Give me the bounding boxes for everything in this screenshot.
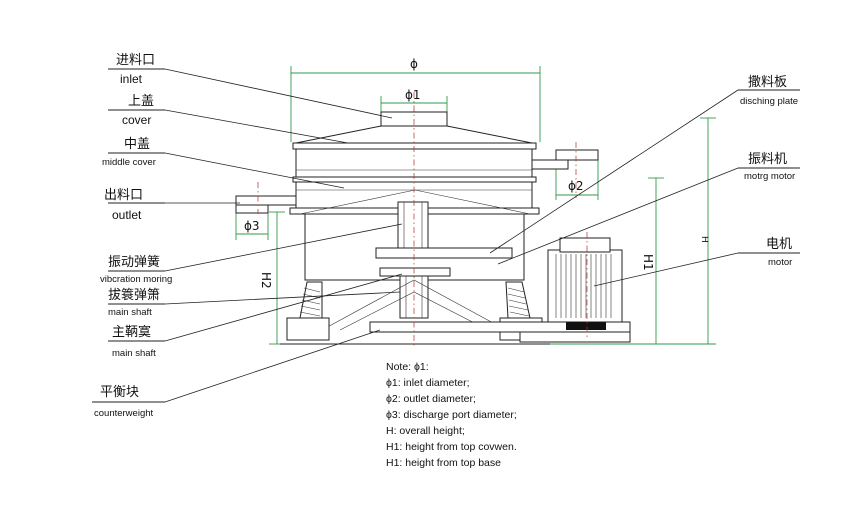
label-shaft-spring-en: main shaft: [108, 307, 152, 318]
base-plate: [369, 321, 631, 333]
label-main-shaft-en: main shaft: [112, 348, 156, 359]
note-line: ϕ3: discharge port diameter;: [386, 409, 517, 421]
note-line: H: overall height;: [386, 425, 465, 437]
dim-h1-left: H2: [259, 272, 273, 289]
dim-phi1: ϕ1: [405, 88, 421, 102]
note-line: H1: height from top base: [386, 457, 501, 469]
label-outlet-cn: 出料口: [104, 188, 143, 203]
label-counterweight-cn: 平衡块: [100, 385, 139, 400]
dim-phi2: ϕ2: [568, 179, 584, 193]
drive-motor: [547, 249, 623, 323]
sieve-machine: [235, 92, 631, 348]
label-main-shaft-cn: 主鞆寞: [112, 325, 151, 340]
motor-base: [519, 331, 631, 343]
note-line: H1: height from top covwen.: [386, 441, 517, 453]
outlet-right: [531, 159, 569, 170]
cover-rim: [292, 142, 537, 150]
label-spring-en: vibcration moring: [100, 274, 172, 285]
dimension-lines: [235, 66, 716, 345]
motor-mount: [566, 322, 606, 330]
note-line: ϕ1: inlet diameter;: [386, 377, 470, 389]
dim-h1-right: H1: [641, 254, 655, 271]
vibration-motor: [397, 201, 429, 251]
label-counterweight-en: counterweight: [94, 408, 154, 419]
middle-rim: [292, 176, 537, 183]
outlet-flange: [555, 149, 599, 161]
label-spring-cn: 振动弹簧: [108, 254, 160, 270]
label-inlet-en: inlet: [120, 72, 143, 86]
label-inlet-cn: 进料口: [116, 53, 155, 68]
base-left: [286, 317, 330, 341]
note-line: ϕ2: outlet diameter;: [386, 393, 476, 405]
outlet-left-flange: [235, 204, 269, 214]
label-middle-cover-cn: 中盖: [124, 137, 150, 152]
note-line: Note: ϕ1:: [386, 361, 429, 373]
label-cover-en: cover: [122, 113, 151, 127]
label-outlet-en: outlet: [112, 208, 142, 222]
dim-phi3: ϕ3: [244, 219, 260, 233]
label-motor-en: motor: [768, 257, 792, 268]
dimension-labels: ϕ ϕ1 ϕ2 ϕ3 H H1 H2: [244, 57, 709, 289]
leader-lines: [92, 68, 800, 403]
label-vib-motor-cn: 振料机: [748, 152, 787, 167]
dim-phi: ϕ: [410, 57, 418, 71]
notes-block: Note: ϕ1: ϕ1: inlet diameter; ϕ2: outlet…: [386, 361, 517, 469]
motor-fins: [555, 254, 612, 318]
label-vib-motor-en: motrg motor: [744, 171, 795, 182]
label-cover-cn: 上盖: [128, 94, 154, 109]
outlet-left: [235, 195, 297, 206]
label-disching-plate-en: disching plate: [740, 96, 798, 107]
lower-plate: [379, 267, 451, 277]
label-shaft-spring-cn: 拔簑弹箫: [108, 287, 160, 303]
right-labels: 撒料板 disching plate 振料机 motrg motor 电机 mo…: [740, 74, 798, 268]
motor-top: [559, 237, 611, 253]
dim-h: H: [699, 236, 709, 243]
label-disching-plate-cn: 撒料板: [748, 74, 787, 90]
left-labels: 进料口 inlet 上盖 cover 中盖 middle cover 出料口 o…: [94, 53, 172, 419]
label-motor-cn: 电机: [766, 237, 792, 252]
label-middle-cover-en: middle cover: [102, 157, 156, 168]
disching-plate: [375, 247, 513, 259]
